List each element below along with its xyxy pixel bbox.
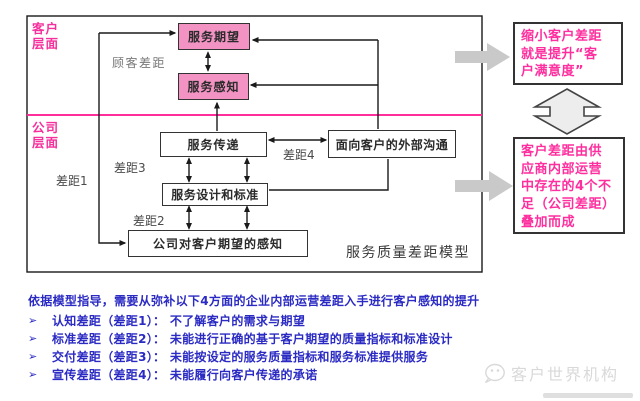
- company-level-label: 公司 层面: [32, 120, 60, 150]
- gray-arrow-right-top-icon: [455, 43, 510, 71]
- list-item: ➢ 宣传差距（差距4）： 未能履行向客户传递的承诺: [28, 368, 628, 382]
- gap1-label: 差距1: [56, 174, 88, 188]
- gap1-summary-text: 认知差距（差距1）： 不了解客户的需求与期望: [52, 314, 306, 328]
- list-item: ➢ 交付差距（差距3）： 未能按设定的服务质量指标和服务标准提供服务: [28, 350, 628, 364]
- service-perception-box: 服务感知: [178, 73, 249, 100]
- bullet-arrow-icon: ➢: [28, 332, 38, 345]
- watermark-text: 客户世界机构: [511, 365, 620, 384]
- gray-arrow-right-bottom-icon: [455, 171, 513, 201]
- design-standards-box: 服务设计和标准: [162, 183, 268, 206]
- service-delivery-box: 服务传递: [160, 132, 267, 157]
- gap2-summary-text: 标准差距（差距2）： 未能进行正确的基于客户期望的质量指标和标准设计: [52, 332, 453, 346]
- customer-level-label: 客户 层面: [32, 21, 60, 51]
- gap3-label: 差距3: [114, 161, 146, 175]
- top-note-box: 缩小客户差距 就是提升“客 户满意度”: [513, 22, 623, 85]
- gap4-summary-text: 宣传差距（差距4）： 未能履行向客户传递的承诺: [52, 368, 318, 382]
- summary-section: 依据模型指导，需要从弥补以下4方面的企业内部运营差距入手进行客户感知的提升 ➢ …: [28, 293, 628, 382]
- external-communication-box: 面向客户的外部沟通: [328, 130, 456, 158]
- updown-arrow-icon: [531, 88, 603, 135]
- bullet-arrow-icon: ➢: [28, 350, 38, 363]
- bullet-arrow-icon: ➢: [28, 368, 38, 381]
- list-item: ➢ 认知差距（差距1）： 不了解客户的需求与期望: [28, 314, 628, 328]
- wechat-icon: [484, 363, 505, 383]
- gap3-summary-text: 交付差距（差距3）： 未能按设定的服务质量指标和服务标准提供服务: [52, 350, 429, 364]
- gap4-label: 差距4: [283, 148, 315, 162]
- bullet-arrow-icon: ➢: [28, 314, 38, 327]
- model-title: 服务质量差距模型: [346, 245, 470, 261]
- summary-intro: 依据模型指导，需要从弥补以下4方面的企业内部运营差距入手进行客户感知的提升: [28, 294, 480, 308]
- bottom-note-box: 客户差距由供 应商内部运营 中存在的4个不 足（公司差距） 叠加而成: [513, 137, 625, 234]
- gap2-label: 差距2: [133, 214, 165, 228]
- customer-gap-label: 顾客差距: [112, 56, 167, 70]
- watermark: 客户世界机构: [482, 361, 619, 385]
- list-item: ➢ 标准差距（差距2）： 未能进行正确的基于客户期望的质量指标和标准设计: [28, 332, 628, 346]
- service-expectation-box: 服务期望: [178, 23, 250, 50]
- company-perception-box: 公司对客户期望的感知: [128, 230, 308, 257]
- watermark-artifact: [543, 393, 633, 398]
